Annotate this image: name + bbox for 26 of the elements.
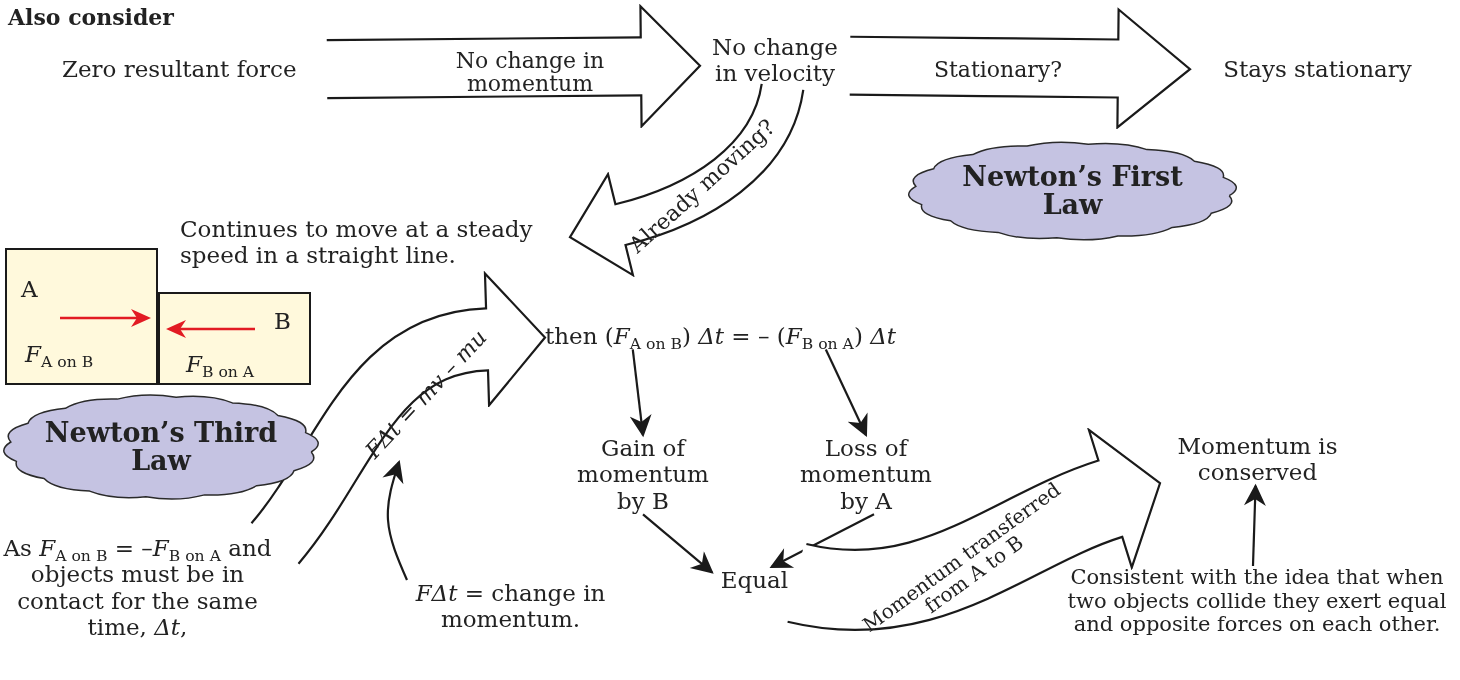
concept-text: Continues to move at a steady speed in a straight line. xyxy=(180,216,570,269)
concept-text: Consistent with the idea that when two objects collide they exert equal and opposite forces on each other. xyxy=(1056,566,1458,637)
concept-text: Gain of momentum by B xyxy=(563,435,723,515)
arrow xyxy=(1243,483,1266,567)
object-block xyxy=(5,248,158,385)
arrow xyxy=(824,348,868,437)
arrow xyxy=(629,349,652,438)
block-arrow xyxy=(849,8,1192,129)
heading-note: Also consider xyxy=(8,4,174,30)
concept-text: Momentum is conserved xyxy=(1160,433,1355,486)
concept-text: FΔt = change in momentum. xyxy=(398,580,623,633)
law-title: Newton’s Third Law xyxy=(43,418,279,476)
arrow xyxy=(642,513,714,574)
block-arrow xyxy=(326,5,702,128)
concept-text: then (F$_{A on B}$) Δt = – (F$_{B on A}$) Δt xyxy=(545,323,897,350)
object-label: B xyxy=(274,308,291,335)
object-label: A xyxy=(21,276,38,303)
edge-label: Stationary? xyxy=(933,58,1063,82)
law-title: Newton’s First Law xyxy=(961,162,1184,220)
force-label: F$_{B on A}$ xyxy=(186,350,255,377)
concept-text: Stays stationary xyxy=(1190,56,1445,83)
edge-label: No change in momentum xyxy=(454,48,606,96)
concept-text: Zero resultant force xyxy=(62,56,327,83)
concept-text: As F$_{A on B}$ = –F$_{B on A}$ and objects must be in contact for the same time, Δt, xyxy=(0,535,275,641)
concept-text: No change in velocity xyxy=(700,34,850,87)
force-label: F$_{A on B}$ xyxy=(25,340,94,367)
